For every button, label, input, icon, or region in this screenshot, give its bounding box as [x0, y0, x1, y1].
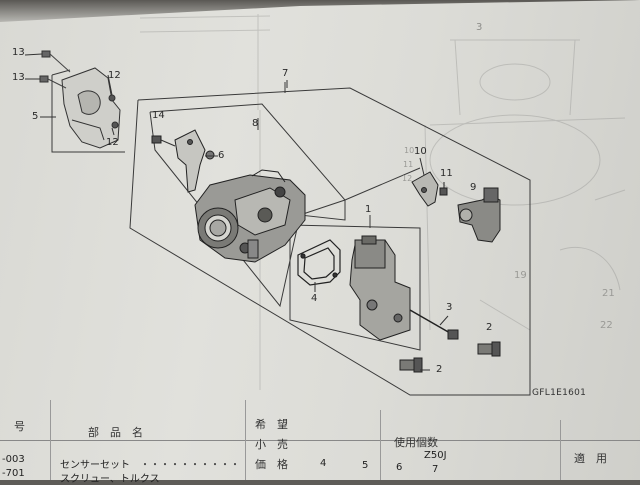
part-group-5-box: [51, 69, 125, 153]
callout-13a: 13: [12, 47, 25, 58]
callout-11: 11: [440, 168, 453, 179]
callout-3: 3: [446, 302, 453, 313]
callout-10: 10: [414, 146, 427, 157]
row-dots: ・・・・・・・・・・: [140, 460, 240, 471]
leader-10: [419, 157, 425, 176]
leader-3: [439, 315, 449, 326]
table-header-rule: [0, 440, 640, 441]
header-parts-name: 部 品 名: [88, 426, 143, 439]
header-price-1: 希 望: [255, 418, 288, 431]
part-1-sensor-box: [289, 215, 421, 351]
faint-callout-11: 11: [403, 160, 414, 169]
callout-4: 4: [311, 293, 318, 304]
table-col-divider: [380, 410, 381, 480]
figure-code: GFL1E1601: [532, 388, 587, 398]
table-col-divider: [50, 400, 51, 480]
row-code: -701: [2, 468, 25, 479]
faint-callout-3: 3: [476, 22, 483, 33]
part-1-throttle-sensor: [349, 235, 411, 341]
row-name: センサーセット: [60, 460, 130, 471]
part-2-screw-lower: [399, 357, 423, 373]
leader-12b: [111, 127, 115, 136]
exploded-parts-diagram: [24, 14, 626, 396]
part-2-screw-right: [477, 341, 501, 357]
header-qty-used: 使用個数: [394, 436, 438, 449]
part-3-screw: [409, 309, 459, 340]
parts-table: 号 部 品 名 希 望 小 売 価 格 使用個数 適 用 4 5 6 7 Z50…: [0, 400, 640, 485]
header-applicable: 適 用: [574, 452, 607, 465]
callout-12b: 12: [106, 137, 119, 148]
table-col-divider: [560, 420, 561, 480]
callout-5: 5: [32, 111, 39, 122]
header-price-3: 価 格: [255, 458, 288, 471]
row-code: -003: [2, 454, 25, 465]
callout-13b: 13: [12, 72, 25, 83]
table-col-divider: [245, 400, 246, 480]
faint-callout-12: 12: [402, 174, 413, 183]
part-6-bracket: [174, 129, 215, 193]
callout-12a: 12: [108, 70, 121, 81]
callout-6: 6: [218, 150, 225, 161]
callout-9: 9: [470, 182, 477, 193]
leader-12a: [107, 74, 113, 96]
callout-14: 14: [152, 110, 165, 121]
faint-callout-10: 10: [404, 146, 415, 155]
qty-col-4: 4: [320, 458, 327, 469]
callout-2a: 2: [486, 322, 493, 333]
part-4-gasket: [297, 239, 341, 286]
faint-callout-21: 21: [602, 288, 615, 299]
callout-7: 7: [282, 68, 289, 79]
faint-background-print: [139, 14, 626, 390]
header-price-2: 小 売: [255, 438, 288, 451]
part-13-bolts: [39, 50, 71, 89]
part-11-screw: [439, 182, 448, 196]
part-14-screw: [151, 135, 176, 147]
part-8-throttle-body: [194, 169, 306, 263]
model-code: Z50J: [424, 450, 447, 461]
assembly-7-outline: [129, 82, 531, 396]
part-10-bracket: [411, 171, 439, 207]
callout-2b: 2: [436, 364, 443, 375]
qty-col-6: 6: [396, 462, 403, 473]
qty-col-5: 5: [362, 460, 369, 471]
callout-1: 1: [365, 204, 372, 215]
part-5-bracket: [61, 67, 121, 149]
callout-8: 8: [252, 118, 259, 129]
faint-callout-19: 19: [514, 270, 527, 281]
row-name: スクリュー、トルクス: [60, 474, 160, 485]
leader-13a: [24, 53, 43, 56]
part-9-sensor: [457, 187, 501, 243]
header-number: 号: [14, 420, 25, 433]
faint-callout-22: 22: [600, 320, 613, 331]
qty-col-7: 7: [432, 464, 439, 475]
